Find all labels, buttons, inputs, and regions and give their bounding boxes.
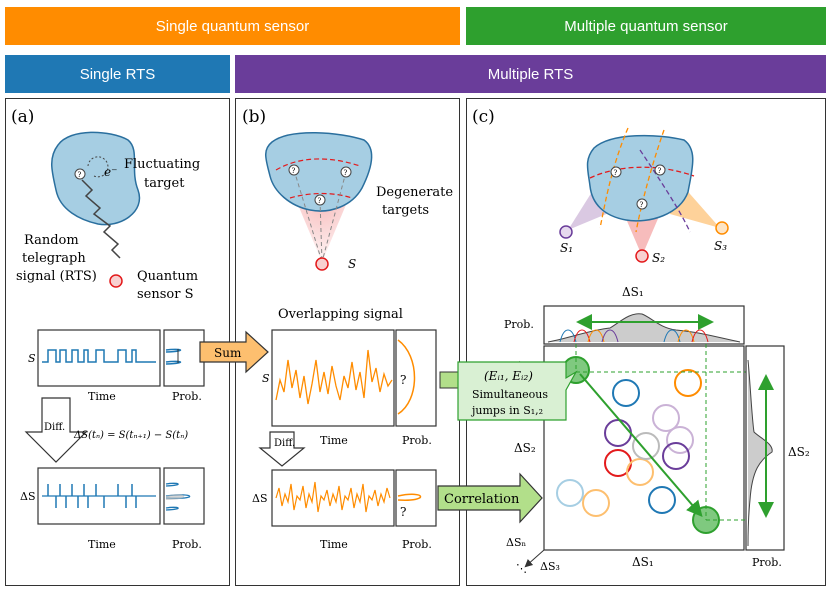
time-label-a2: Time — [88, 538, 116, 551]
diff-arrow-b — [258, 431, 306, 467]
s-axis-label-b: S — [262, 372, 270, 385]
prob-right-label: Prob. — [752, 556, 782, 569]
sensor-s-label-b: S — [348, 257, 356, 271]
rts-trace — [81, 179, 121, 259]
correlation-arrow — [437, 472, 543, 524]
ds1-top-label: ΔS₁ — [622, 285, 644, 299]
prob-top-label: Prob. — [504, 318, 534, 331]
sensor-s2 — [635, 249, 649, 263]
svg-text:?: ? — [78, 171, 82, 179]
quantum-sensor-dot — [109, 274, 123, 288]
electron-label: e⁻ — [104, 165, 117, 179]
prob-label-a2: Prob. — [172, 538, 202, 551]
diff-label-a: Diff. — [44, 422, 65, 433]
ds3-label: ΔS₃ — [540, 560, 560, 573]
sensor-s3 — [715, 221, 729, 235]
svg-text:⋱: ⋱ — [516, 562, 527, 575]
s3-label: S₃ — [714, 239, 727, 253]
svg-text:?: ? — [292, 167, 296, 175]
question-b: ? — [400, 373, 406, 387]
targets-label: targets — [382, 203, 429, 218]
diff-equation: ΔS(tₙ) = S(tₙ₊₁) − S(tₙ) — [73, 430, 188, 441]
callout-title: (Eᵢ₁, Eᵢ₂) — [484, 369, 533, 383]
multiple-quantum-sensor-header: Multiple quantum sensor — [466, 7, 826, 45]
dsn-label: ΔSₙ — [506, 536, 526, 549]
s1-label: S₁ — [560, 241, 573, 255]
rts-label-3: signal (RTS) — [16, 269, 97, 284]
multi-targets-blob — [586, 134, 694, 222]
ds1-bottom-label: ΔS₁ — [632, 555, 654, 569]
svg-text:?: ? — [658, 167, 662, 175]
s2-label: S₂ — [652, 251, 665, 265]
diff-plot-b — [271, 469, 395, 527]
sensor-s-b — [315, 257, 329, 271]
prob-label-b: Prob. — [402, 434, 432, 447]
panel-c-label: (c) — [472, 107, 495, 127]
prob-label-b2: Prob. — [402, 538, 432, 551]
quantum-sensor-label-1: Quantum — [137, 269, 198, 284]
rts-signal-a — [42, 349, 156, 363]
prob-label-a: Prob. — [172, 390, 202, 403]
jump-callout — [457, 361, 578, 421]
degenerate-targets-blob — [265, 132, 373, 212]
question-b2: ? — [400, 505, 406, 519]
correlation-label: Correlation — [444, 492, 520, 507]
svg-text:?: ? — [344, 169, 348, 177]
panel-a-label: (a) — [11, 107, 34, 127]
single-rts-header: Single RTS — [5, 55, 230, 93]
ds-axis-label-a: ΔS — [20, 490, 35, 503]
multiple-rts-header: Multiple RTS — [235, 55, 826, 93]
ds-axis-label-b: ΔS — [252, 492, 267, 505]
correlated-jump-arrow — [579, 373, 703, 518]
time-label-b: Time — [320, 434, 348, 447]
fluctuating-target-blob — [51, 131, 141, 226]
overlapping-label: Overlapping signal — [278, 307, 403, 322]
svg-text:?: ? — [640, 201, 644, 209]
signal-plot-a — [37, 329, 161, 387]
fluctuating-label: Fluctuating — [124, 157, 200, 172]
callout-line-2: jumps in S₁,₂ — [470, 404, 543, 417]
diff-label-b: Diff. — [274, 438, 295, 449]
svg-text:?: ? — [318, 197, 322, 205]
time-label-b2: Time — [320, 538, 348, 551]
time-label-a: Time — [88, 390, 116, 403]
defect-marker — [74, 168, 86, 180]
ds2-left-label: ΔS₂ — [514, 441, 536, 455]
quantum-sensor-label-2: sensor S — [137, 287, 194, 302]
degenerate-label: Degenerate — [376, 185, 453, 200]
prob-plot-a — [163, 329, 205, 387]
overlapping-signal-trace — [275, 349, 393, 405]
sum-arrow — [199, 330, 269, 374]
sum-label: Sum — [214, 346, 242, 360]
callout-line-1: Simultaneous — [472, 388, 548, 401]
prob-plot-b2 — [395, 469, 437, 527]
panel-b-label: (b) — [242, 107, 266, 127]
rts-label-1: Random — [24, 233, 79, 248]
rts-label-2: telegraph — [22, 251, 86, 266]
single-quantum-sensor-header: Single quantum sensor — [5, 7, 460, 45]
s-axis-label-a: S — [28, 352, 36, 365]
diff-signal-trace — [275, 481, 391, 513]
svg-text:?: ? — [614, 169, 618, 177]
ds2-right-label: ΔS₂ — [788, 445, 810, 459]
sensor-s1 — [559, 225, 573, 239]
target-label: target — [144, 176, 185, 191]
diff-arrow-a — [24, 397, 88, 463]
